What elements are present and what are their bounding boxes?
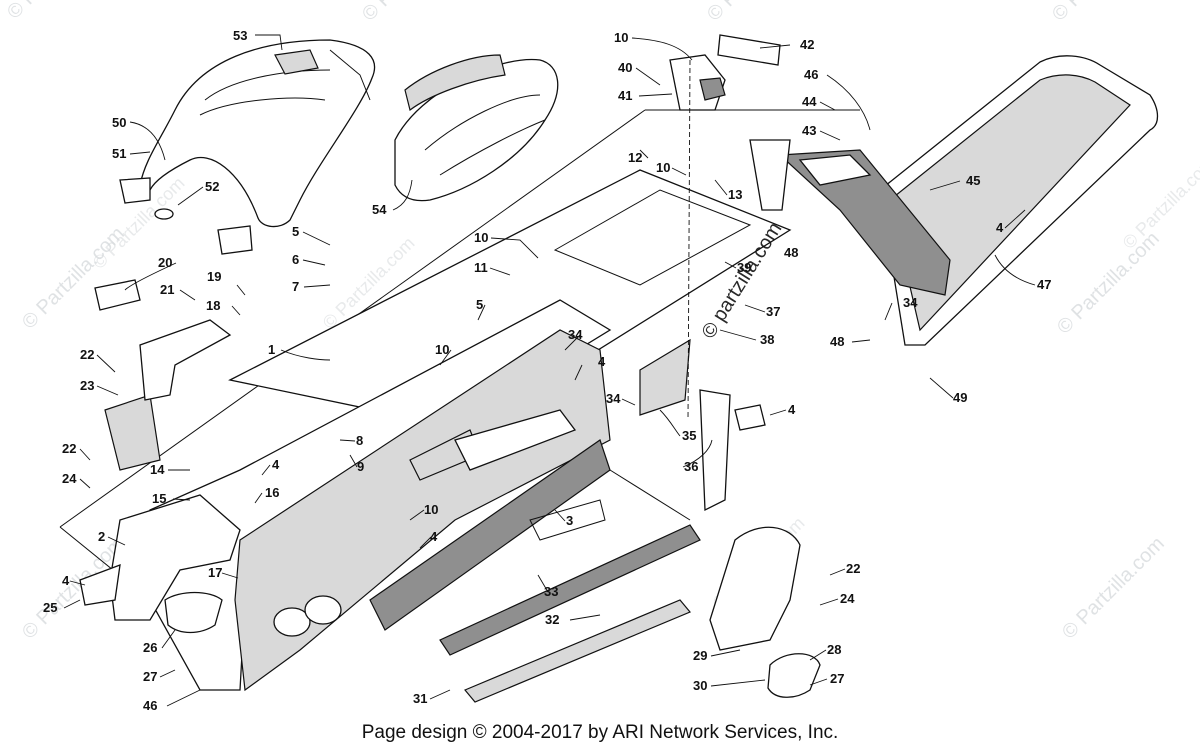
callout-34: 34: [606, 391, 621, 406]
watermark-text: © Partzilla.com: [1058, 533, 1169, 644]
callout-38: 38: [760, 332, 774, 347]
callout-30: 30: [693, 678, 707, 693]
footrest: [709, 526, 821, 698]
callout-48: 48: [784, 245, 798, 260]
callout-4: 4: [430, 529, 438, 544]
callout-54: 54: [372, 202, 387, 217]
watermark-text: © Partzilla.com: [358, 0, 469, 26]
callout-24: 24: [840, 591, 855, 606]
callout-16: 16: [265, 485, 279, 500]
callout-43: 43: [802, 123, 816, 138]
callout-42: 42: [800, 37, 814, 52]
callout-35: 35: [682, 428, 696, 443]
callout-46: 46: [143, 698, 157, 713]
callout-5: 5: [476, 297, 483, 312]
leader-lines: [63, 34, 1036, 707]
callout-44: 44: [802, 94, 817, 109]
centerline: [687, 59, 691, 421]
callout-12: 12: [628, 150, 642, 165]
callout-27: 27: [143, 669, 157, 684]
watermark-text: © Partzilla.com: [3, 0, 114, 24]
callout-24: 24: [62, 471, 77, 486]
watermark-text: © Partzilla.com: [1048, 0, 1159, 26]
mount-brackets: [669, 34, 791, 211]
callout-8: 8: [356, 433, 363, 448]
callout-10: 10: [656, 160, 670, 175]
callout-4: 4: [598, 354, 606, 369]
callout-19: 19: [207, 269, 221, 284]
callout-labels: 53 50 51 52 54 10 40 41 42 46 44 43 12 1…: [43, 28, 1051, 713]
callout-22: 22: [80, 347, 94, 362]
callout-6: 6: [292, 252, 299, 267]
callout-53: 53: [233, 28, 247, 43]
callout-51: 51: [112, 146, 126, 161]
callout-46: 46: [804, 67, 818, 82]
callout-47: 47: [1037, 277, 1051, 292]
callout-20: 20: [158, 255, 172, 270]
callout-49: 49: [953, 390, 967, 405]
callout-23: 23: [80, 378, 94, 393]
snow-flap: [778, 149, 951, 296]
callout-4: 4: [272, 457, 280, 472]
callout-13: 13: [728, 187, 742, 202]
callout-10: 10: [474, 230, 488, 245]
callout-28: 28: [827, 642, 841, 657]
callout-21: 21: [160, 282, 174, 297]
callout-10: 10: [614, 30, 628, 45]
callout-26: 26: [143, 640, 157, 655]
watermark-text: © Partzilla.com: [1119, 153, 1200, 253]
seat-assembly: [119, 39, 376, 255]
callout-29: 29: [693, 648, 707, 663]
callout-27: 27: [830, 671, 844, 686]
callout-15: 15: [152, 491, 166, 506]
callout-1: 1: [268, 342, 275, 357]
tunnel-assembly: [149, 299, 612, 692]
callout-34: 34: [903, 295, 918, 310]
callout-34: 34: [568, 327, 583, 342]
callout-17: 17: [208, 565, 222, 580]
callout-11: 11: [474, 260, 488, 275]
rear-bumper: [879, 55, 1159, 346]
callout-52: 52: [205, 179, 219, 194]
callout-37: 37: [766, 304, 780, 319]
callout-7: 7: [292, 279, 299, 294]
callout-10: 10: [435, 342, 449, 357]
callout-9: 9: [357, 459, 364, 474]
callout-50: 50: [112, 115, 126, 130]
callout-4: 4: [996, 220, 1004, 235]
callout-5: 5: [292, 224, 299, 239]
callout-22: 22: [846, 561, 860, 576]
watermark-text: © Partzilla.com: [703, 0, 814, 26]
watermark-text: © Partzilla.com: [1053, 228, 1164, 339]
callout-25: 25: [43, 600, 57, 615]
callout-31: 31: [413, 691, 427, 706]
callout-3: 3: [566, 513, 573, 528]
storage-bag: [394, 54, 559, 202]
running-board-strip: [439, 499, 701, 703]
callout-33: 33: [544, 584, 558, 599]
callout-18: 18: [206, 298, 220, 313]
callout-48: 48: [830, 334, 844, 349]
callout-2: 2: [98, 529, 105, 544]
callout-22: 22: [62, 441, 76, 456]
callout-41: 41: [618, 88, 632, 103]
callout-10: 10: [424, 502, 438, 517]
callout-45: 45: [966, 173, 980, 188]
callout-39: 39: [737, 260, 751, 275]
callout-40: 40: [618, 60, 632, 75]
callout-14: 14: [150, 462, 165, 477]
right-side-bracket: [639, 338, 766, 512]
callout-36: 36: [684, 459, 698, 474]
callout-4: 4: [788, 402, 796, 417]
callout-4: 4: [62, 573, 70, 588]
copyright-footer: Page design © 2004-2017 by ARI Network S…: [361, 722, 839, 743]
left-bumper-bracket: [79, 279, 241, 634]
callout-32: 32: [545, 612, 559, 627]
